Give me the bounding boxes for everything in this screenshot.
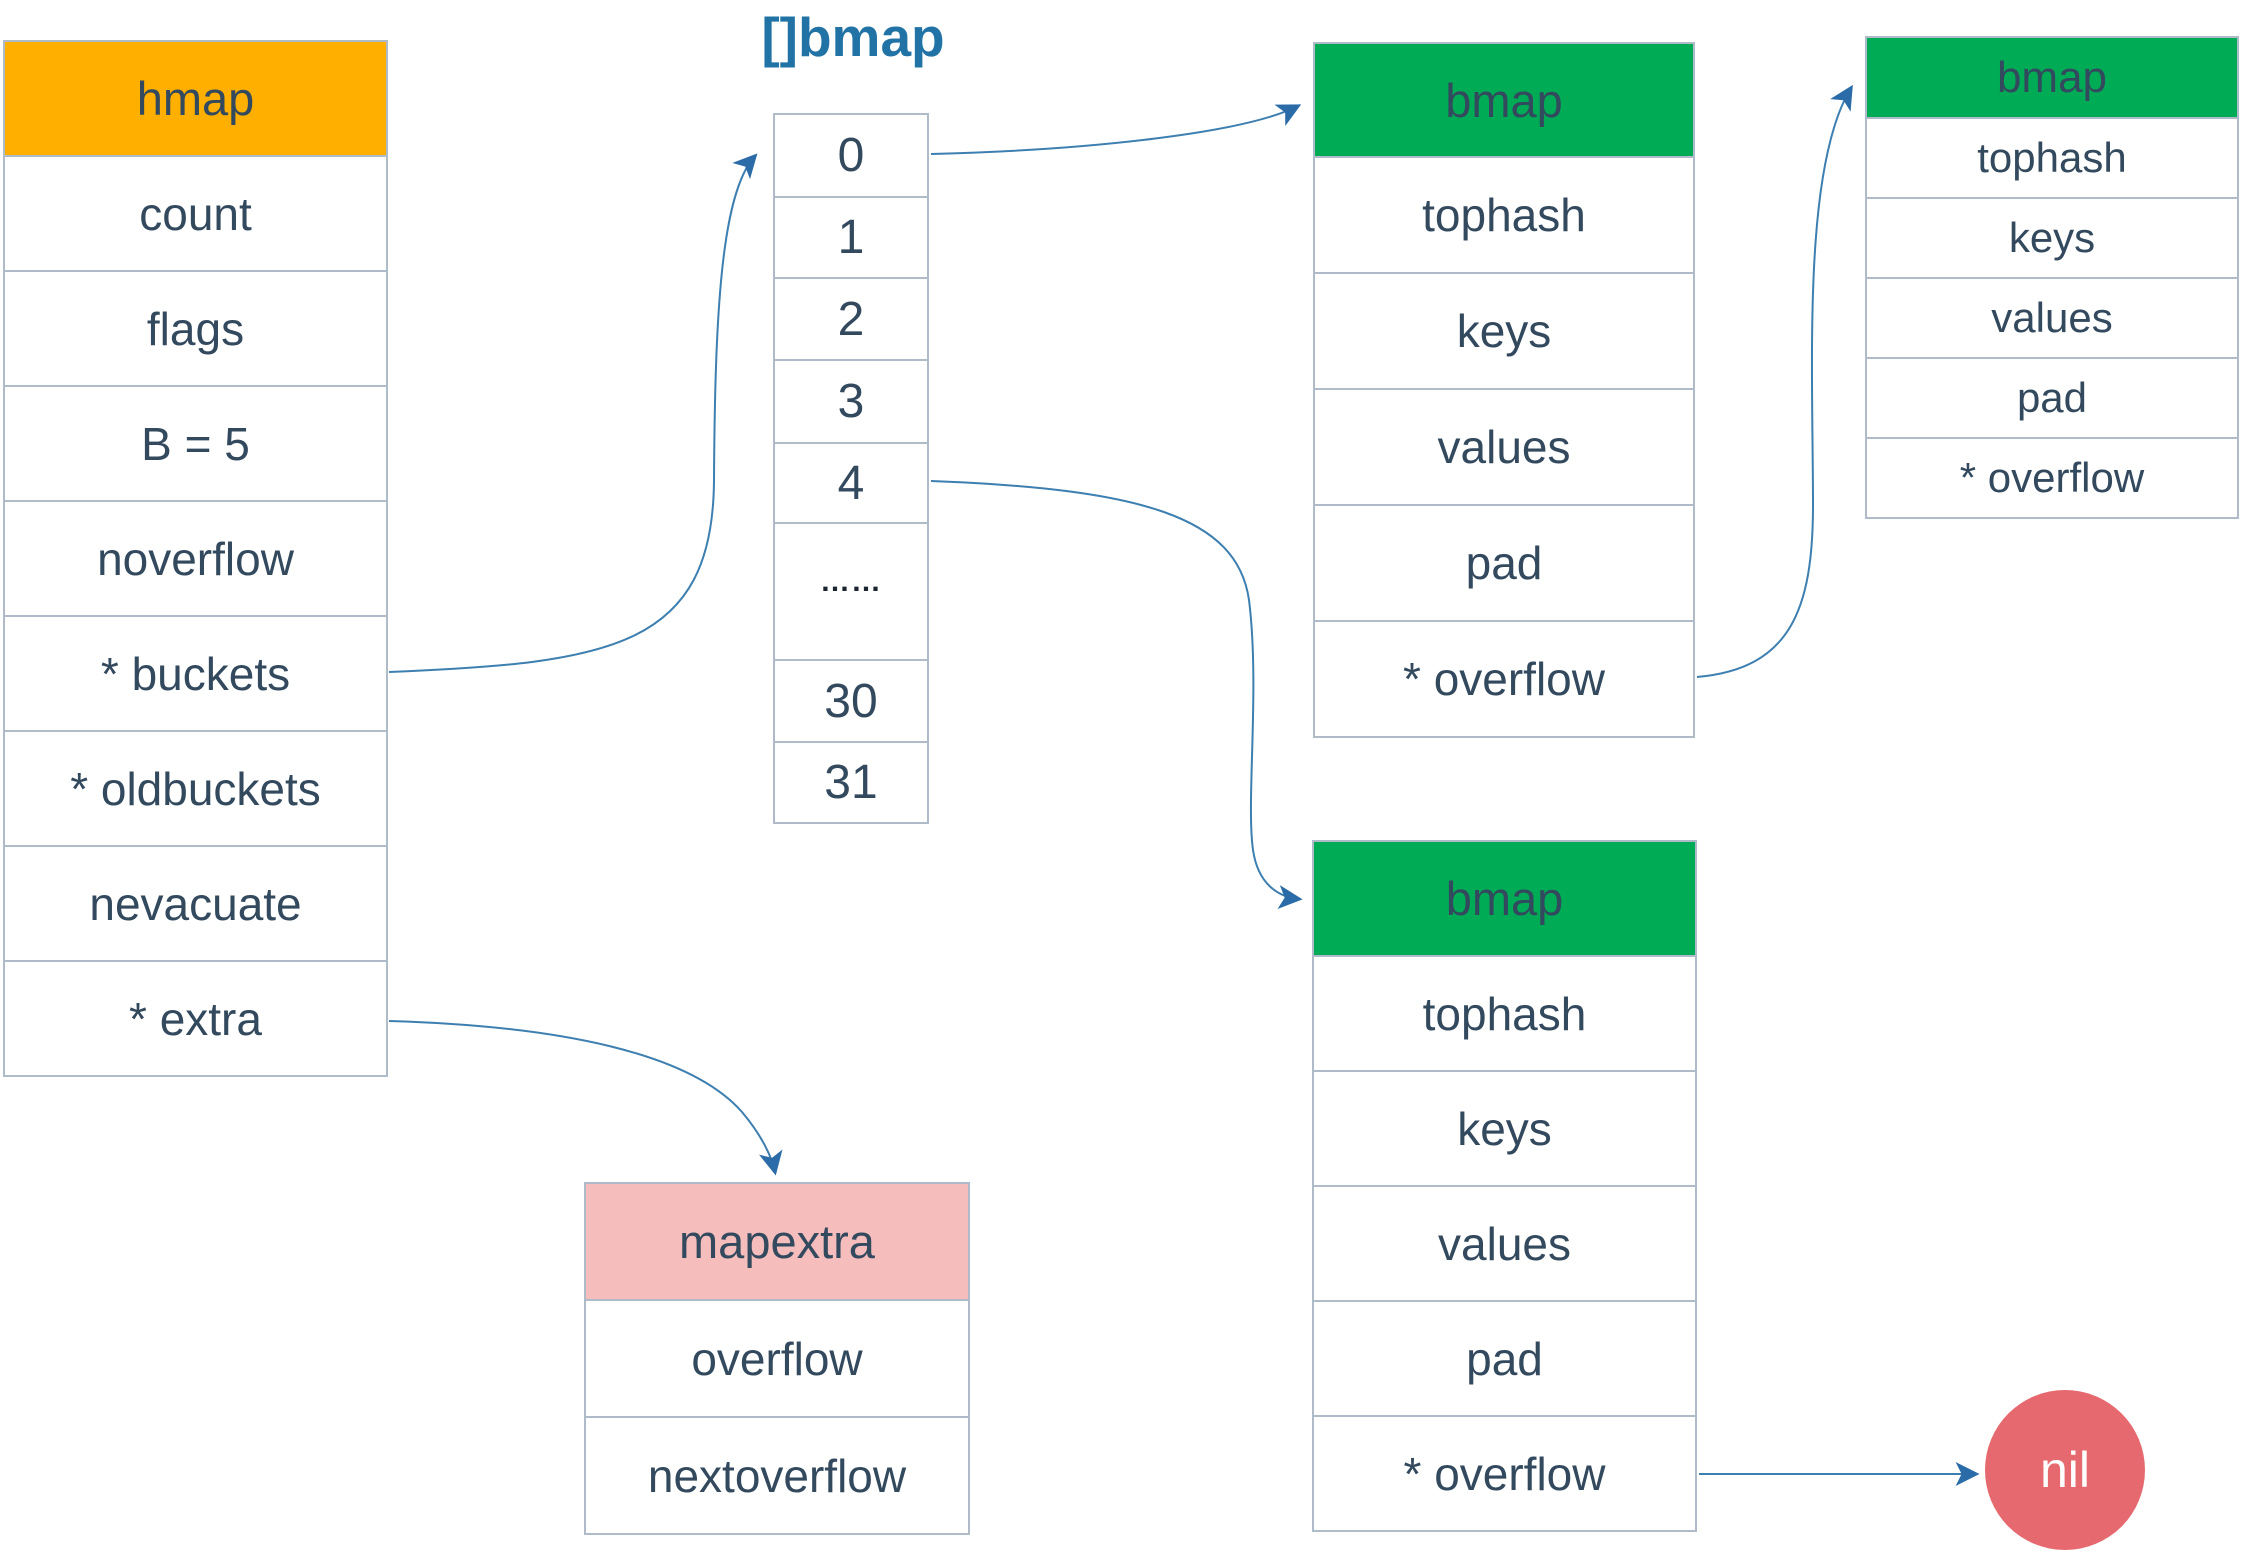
hmap-struct: hmap count flags B = 5 noverflow * bucke… <box>3 40 388 1077</box>
bmap-struct-right: bmap tophash keys values pad * overflow <box>1865 36 2239 519</box>
array-cell-2: 2 <box>775 277 927 359</box>
array-cell-4: 4 <box>775 442 927 522</box>
bmap-top-row-pad: pad <box>1315 504 1693 620</box>
bmap-bottom-row-pad: pad <box>1314 1300 1695 1415</box>
bmap-struct-top: bmap tophash keys values pad * overflow <box>1313 42 1695 738</box>
bucket-array-title: []bmap <box>761 6 945 68</box>
mapextra-row-nextoverflow: nextoverflow <box>586 1416 968 1533</box>
bmap-top-row-keys: keys <box>1315 272 1693 388</box>
hmap-row-oldbuckets: * oldbuckets <box>5 730 386 845</box>
array-cell-1: 1 <box>775 196 927 277</box>
hmap-row-flags: flags <box>5 270 386 385</box>
arrow-extra-to-mapextra <box>388 1020 783 1176</box>
hmap-row-nevacuate: nevacuate <box>5 845 386 960</box>
array-cell-31: 31 <box>775 741 927 822</box>
arrow-overflow-to-bmap-right <box>1696 84 1853 678</box>
arrow-buckets-to-array <box>388 153 758 673</box>
ellipsis-text: …… <box>820 564 882 598</box>
bmap-top-row-values: values <box>1315 388 1693 504</box>
bmap-bottom-row-overflow: * overflow <box>1314 1415 1695 1530</box>
bmap-top-header: bmap <box>1315 44 1693 156</box>
bmap-bottom-row-keys: keys <box>1314 1070 1695 1185</box>
mapextra-struct: mapextra overflow nextoverflow <box>584 1182 970 1535</box>
mapextra-header: mapextra <box>586 1184 968 1299</box>
bucket-array: 0 1 2 3 4 …… 30 31 <box>773 113 929 824</box>
mapextra-row-overflow: overflow <box>586 1299 968 1416</box>
hmap-header: hmap <box>5 42 386 155</box>
bmap-right-header: bmap <box>1867 38 2237 117</box>
hmap-row-noverflow: noverflow <box>5 500 386 615</box>
bmap-right-row-keys: keys <box>1867 197 2237 277</box>
hmap-row-buckets: * buckets <box>5 615 386 730</box>
bmap-right-row-values: values <box>1867 277 2237 357</box>
arrow-array4-to-bmap-bottom <box>930 480 1303 910</box>
array-cell-ellipsis: …… <box>775 522 927 659</box>
hmap-row-b: B = 5 <box>5 385 386 500</box>
array-cell-0: 0 <box>775 115 927 196</box>
bmap-bottom-row-tophash: tophash <box>1314 955 1695 1070</box>
bmap-right-row-overflow: * overflow <box>1867 437 2237 517</box>
bmap-bottom-row-values: values <box>1314 1185 1695 1300</box>
hmap-row-count: count <box>5 155 386 270</box>
hmap-row-extra: * extra <box>5 960 386 1075</box>
nil-node: nil <box>1985 1390 2145 1550</box>
bmap-top-row-overflow: * overflow <box>1315 620 1693 736</box>
array-cell-3: 3 <box>775 359 927 442</box>
bmap-top-row-tophash: tophash <box>1315 156 1693 272</box>
bmap-bottom-header: bmap <box>1314 842 1695 955</box>
array-cell-30: 30 <box>775 659 927 741</box>
bmap-right-row-pad: pad <box>1867 357 2237 437</box>
bmap-right-row-tophash: tophash <box>1867 117 2237 197</box>
bmap-struct-bottom: bmap tophash keys values pad * overflow <box>1312 840 1697 1532</box>
arrow-array0-to-bmap-top <box>930 104 1302 155</box>
